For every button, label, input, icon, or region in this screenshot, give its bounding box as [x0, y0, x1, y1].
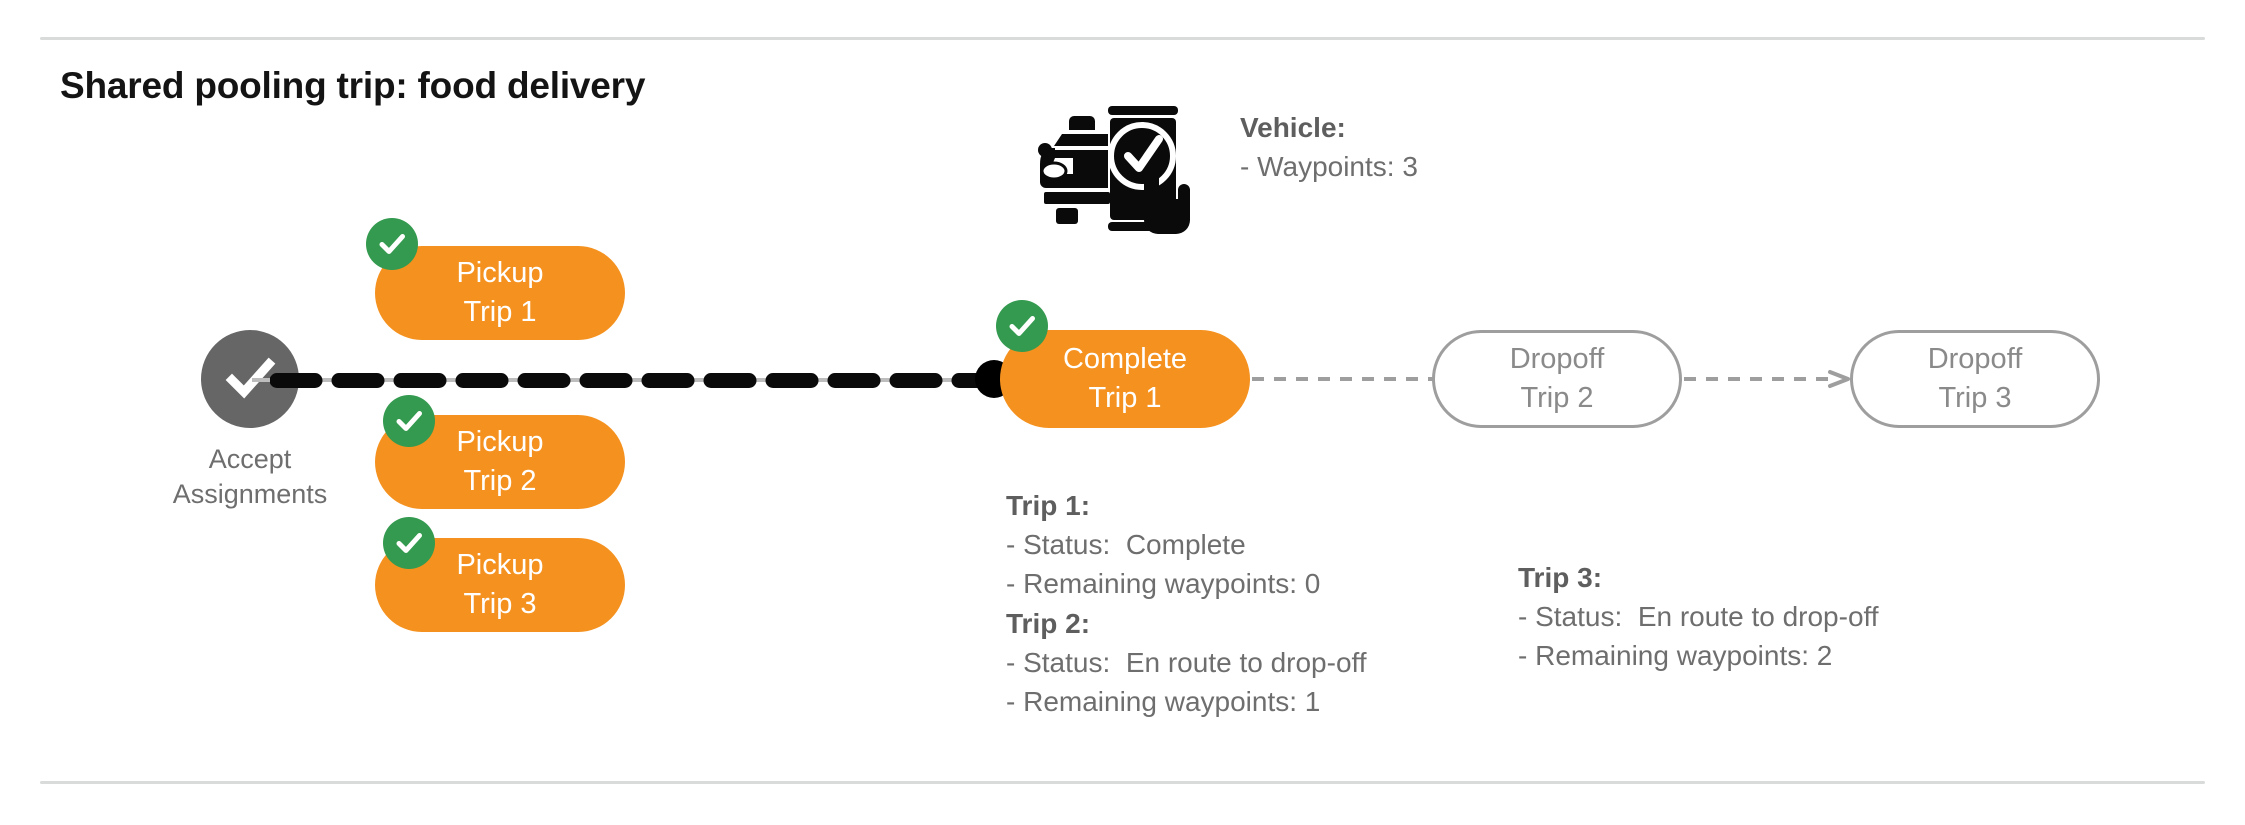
- connector-accept-to-complete: [252, 370, 1002, 390]
- trip-3-status: - Status: En route to drop-off: [1518, 601, 1879, 633]
- node-pickup-trip-1[interactable]: Pickup Trip 1: [375, 246, 625, 340]
- trip-2-remaining-waypoints: - Remaining waypoints: 1: [1006, 685, 1321, 717]
- trip-2-heading: Trip 2:: [1006, 607, 1091, 639]
- start-node-label: Accept Assignments: [172, 444, 328, 510]
- node-complete-trip-1[interactable]: Complete Trip 1: [1000, 330, 1250, 428]
- vehicle-info-heading: Vehicle:: [1240, 112, 1346, 143]
- trip-3-info-block: Trip 3: - Status: En route to drop-off -…: [1518, 558, 1879, 676]
- page-title: Shared pooling trip: food delivery: [60, 65, 646, 106]
- trip-3-heading: Trip 3:: [1518, 562, 1603, 593]
- trip-1-status: - Status: Complete: [1006, 529, 1246, 561]
- trip-3-remaining-waypoints: - Remaining waypoints: 2: [1518, 640, 1833, 672]
- start-node-accept-assignments[interactable]: Accept Assignments: [155, 330, 345, 512]
- vehicle-info-block: Vehicle: - Waypoints: 3: [1240, 108, 1418, 186]
- check-badge-icon: [383, 517, 435, 569]
- trip-1-2-info-block: Trip 1: - Status: Complete - Remaining w…: [1006, 486, 1367, 721]
- check-badge-icon: [996, 300, 1048, 352]
- connector-complete-to-dropoff-2: [1252, 369, 1434, 389]
- car-phone-check-icon: [1032, 88, 1192, 236]
- top-divider: [40, 37, 2205, 40]
- node-dropoff-trip-2[interactable]: Dropoff Trip 2: [1432, 330, 1682, 428]
- bottom-divider: [40, 781, 2205, 784]
- trip-2-status: - Status: En route to drop-off: [1006, 646, 1367, 678]
- check-badge-icon: [383, 395, 435, 447]
- trip-1-heading: Trip 1:: [1006, 490, 1091, 521]
- trip-1-remaining-waypoints: - Remaining waypoints: 0: [1006, 568, 1321, 600]
- check-badge-icon: [366, 218, 418, 270]
- vehicle-waypoints-line: - Waypoints: 3: [1240, 151, 1418, 183]
- node-pickup-trip-2[interactable]: Pickup Trip 2: [375, 415, 625, 509]
- connector-dropoff-2-to-dropoff-3: [1684, 369, 1852, 389]
- node-dropoff-trip-3[interactable]: Dropoff Trip 3: [1850, 330, 2100, 428]
